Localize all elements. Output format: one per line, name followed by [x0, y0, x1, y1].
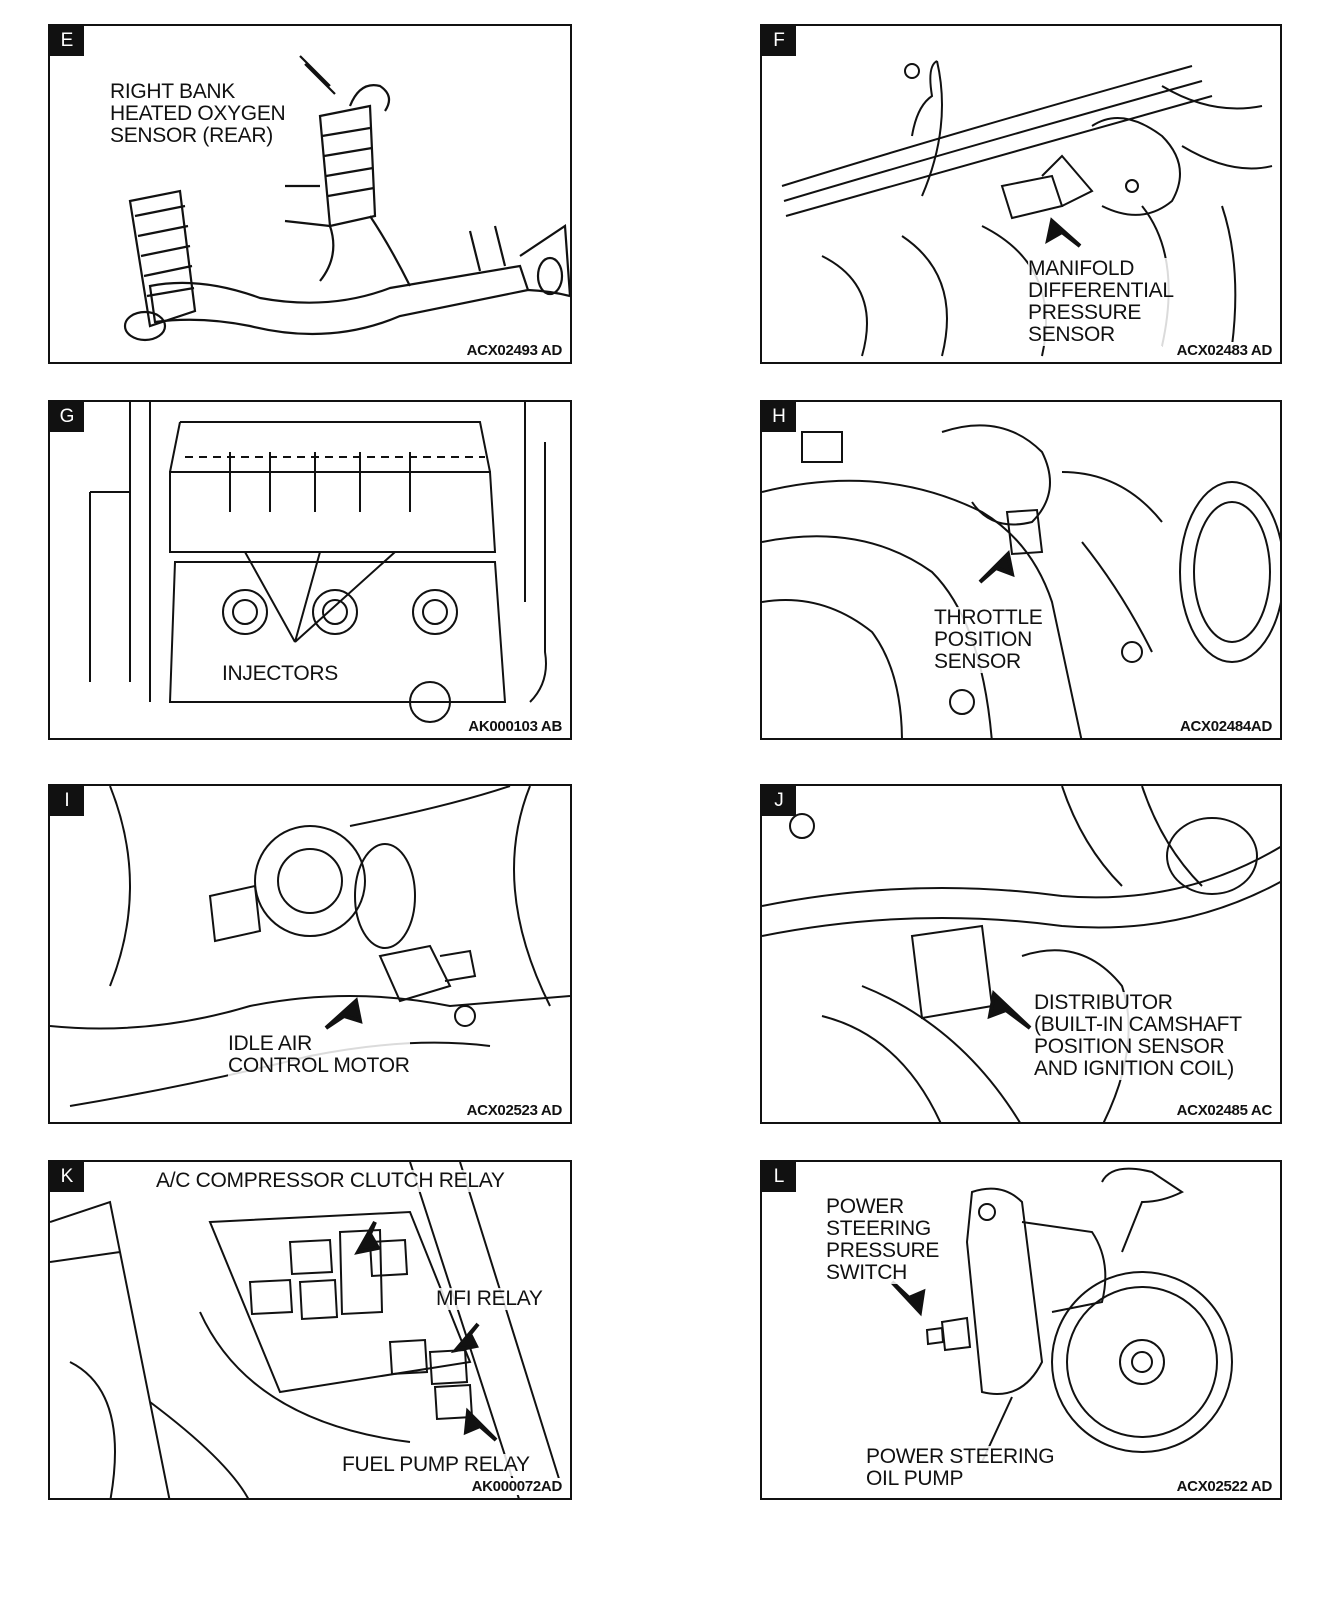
panel-letter: H: [762, 402, 796, 432]
relay-box-drawing: [50, 1162, 561, 1498]
panel-letter: G: [50, 402, 84, 432]
label-line: RIGHT BANK: [110, 80, 235, 103]
arrow-icon: [324, 997, 363, 1030]
panel-letter: I: [50, 786, 84, 816]
label-line: PRESSURE: [826, 1239, 940, 1262]
figure-panel-e: E RIGHT BANK HEATED OXYGEN SENSOR (REAR)…: [48, 24, 572, 364]
label-line: HEATED OXYGEN: [110, 102, 286, 125]
panel-letter: F: [762, 26, 796, 56]
arrow-icon: [463, 1407, 498, 1442]
label-line: SENSOR (REAR): [110, 124, 273, 147]
label-line: POWER: [826, 1195, 904, 1218]
engine-injectors-drawing: [89, 402, 547, 723]
figure-panel-j: J DISTRIBUTOR (BUILT-IN CAMSHAFT POSITIO…: [760, 784, 1282, 1124]
panel-letter: E: [50, 26, 84, 56]
figure-panel-i: I IDLE AIR CONTROL MOTOR ACX02523 AD: [48, 784, 572, 1124]
right-bank-oxygen-sensor-label: RIGHT BANK HEATED OXYGEN SENSOR (REAR): [110, 80, 286, 147]
fuel-pump-relay-label: FUEL PUMP RELAY: [342, 1454, 530, 1476]
label-line: IDLE AIR: [228, 1032, 312, 1055]
figure-panel-k: K A/C COMPRESSOR CLUTCH RELAY MFI RELAY …: [48, 1160, 572, 1500]
figure-code: AK000103 AB: [466, 718, 564, 735]
figure-panel-g: G INJECTORS AK000103 AB: [48, 400, 572, 740]
label-line: AND IGNITION COIL): [1034, 1057, 1234, 1080]
label-line: OIL PUMP: [866, 1467, 964, 1490]
figure-panel-h: H THROTTLE POSITION SENSOR ACX02484AD: [760, 400, 1282, 740]
label-line: POWER STEERING: [866, 1445, 1055, 1468]
figure-code: ACX02485 AC: [1174, 1102, 1274, 1119]
ac-compressor-clutch-relay-label: A/C COMPRESSOR CLUTCH RELAY: [156, 1170, 505, 1192]
label-line: A/C COMPRESSOR CLUTCH RELAY: [156, 1169, 505, 1192]
exhaust-catalytic-converter-drawing: [123, 55, 570, 342]
label-line: THROTTLE: [934, 606, 1043, 629]
label-line: SENSOR: [934, 650, 1021, 673]
arrow-icon: [890, 1280, 926, 1317]
figure-code: AK000072AD: [469, 1478, 564, 1495]
arrow-icon: [978, 549, 1015, 584]
arrow-icon: [354, 1221, 382, 1255]
manifold-pressure-sensor-label: MANIFOLD DIFFERENTIAL PRESSURE SENSOR: [1028, 258, 1174, 346]
label-line: FUEL PUMP RELAY: [342, 1453, 530, 1476]
panel-letter: J: [762, 786, 796, 816]
figure-code: ACX02484AD: [1177, 718, 1274, 735]
distributor-label: DISTRIBUTOR (BUILT-IN CAMSHAFT POSITION …: [1034, 992, 1242, 1080]
panel-letter: L: [762, 1162, 796, 1192]
power-steering-pressure-switch-label: POWER STEERING PRESSURE SWITCH: [826, 1196, 939, 1284]
throttle-position-sensor-drawing: [762, 424, 1280, 738]
label-line: SENSOR: [1028, 323, 1115, 346]
figure-panel-f: F MANIFOLD DIFFERENTIAL PRESSURE SENSOR …: [760, 24, 1282, 364]
label-line: PRESSURE: [1028, 301, 1142, 324]
figure-code: ACX02523 AD: [464, 1102, 564, 1119]
label-line: MFI RELAY: [436, 1287, 543, 1310]
label-line: INJECTORS: [222, 662, 338, 685]
mfi-relay-label: MFI RELAY: [436, 1288, 543, 1310]
power-steering-oil-pump-label: POWER STEERING OIL PUMP: [866, 1445, 1055, 1490]
arrow-icon: [1045, 217, 1082, 248]
figure-code: ACX02483 AD: [1174, 342, 1274, 359]
distributor-drawing: [762, 786, 1280, 1122]
label-line: POSITION SENSOR: [1034, 1035, 1225, 1058]
figure-code: ACX02493 AD: [464, 342, 564, 359]
label-line: DIFFERENTIAL: [1028, 279, 1174, 302]
figure-code: ACX02522 AD: [1174, 1478, 1274, 1495]
throttle-position-sensor-label: THROTTLE POSITION SENSOR: [934, 606, 1043, 673]
label-line: (BUILT-IN CAMSHAFT: [1034, 1013, 1242, 1036]
label-line: POSITION: [934, 628, 1032, 651]
arrow-icon: [987, 990, 1032, 1030]
arrow-icon: [450, 1322, 480, 1354]
label-line: MANIFOLD: [1028, 257, 1135, 280]
label-line: STEERING: [826, 1217, 931, 1240]
figure-panel-l: L POWER STEERING PRESSURE SWITCH POWER S…: [760, 1160, 1282, 1500]
panel-letter: K: [50, 1162, 84, 1192]
idle-air-control-motor-label: IDLE AIR CONTROL MOTOR: [228, 1033, 410, 1077]
power-steering-pump-drawing: [890, 1167, 1233, 1463]
label-line: SWITCH: [826, 1261, 908, 1284]
manifold-pressure-sensor-drawing: [781, 60, 1273, 357]
injectors-label: INJECTORS: [222, 663, 338, 685]
label-line: DISTRIBUTOR: [1034, 991, 1173, 1014]
label-line: CONTROL MOTOR: [228, 1054, 410, 1077]
